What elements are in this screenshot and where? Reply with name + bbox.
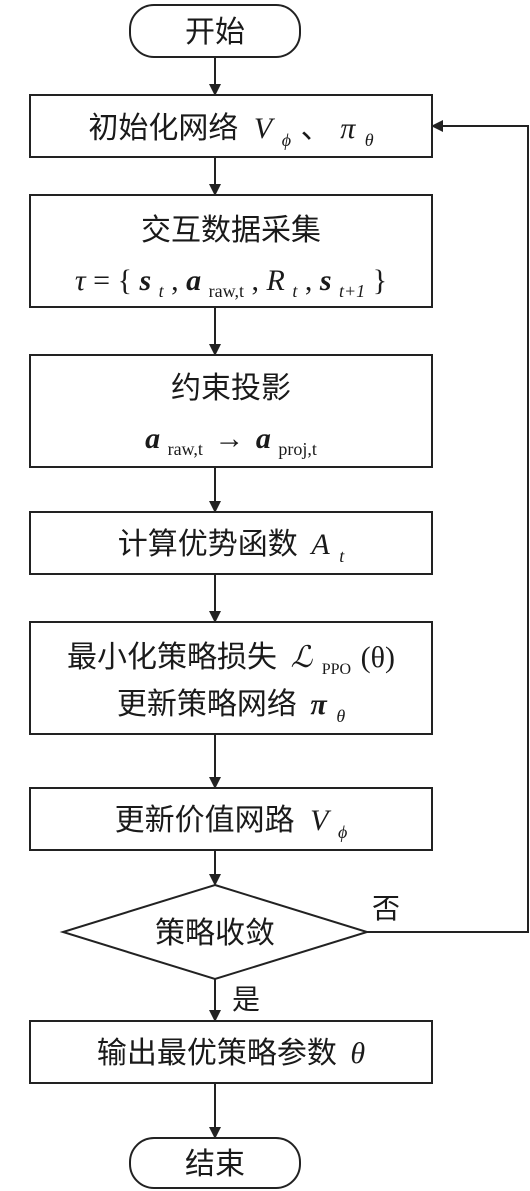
project-node: 约束投影 a raw,t → a proj,t xyxy=(29,354,433,468)
policy-line2-label: 更新策略网络 xyxy=(117,687,297,722)
project-arrow: → xyxy=(214,422,244,455)
advantage-a: A xyxy=(309,528,330,561)
policy-loss: ℒ xyxy=(291,641,314,674)
collect-label: 交互数据采集 xyxy=(141,213,321,248)
collect-r: R xyxy=(266,264,285,297)
policy-loss-arg: (θ) xyxy=(361,641,395,674)
policy-node: 最小化策略损失 ℒ PPO (θ) 更新策略网络 π θ xyxy=(29,621,433,735)
collect-s-sub: t xyxy=(159,281,165,301)
advantage-a-sub: t xyxy=(339,546,345,566)
end-node: 结束 xyxy=(129,1137,301,1189)
value-v-sub: ϕ xyxy=(338,822,347,842)
project-a2-sub: proj,t xyxy=(278,439,317,459)
output-node: 输出最优策略参数 θ xyxy=(29,1020,433,1084)
collect-close: } xyxy=(373,264,387,297)
collect-s2: s xyxy=(319,264,332,297)
collect-s: s xyxy=(138,264,151,297)
collect-a: a xyxy=(186,264,201,297)
project-formula: a raw,t → a proj,t xyxy=(145,422,317,462)
collect-eq: = xyxy=(93,264,110,297)
decision-label: 策略收敛 xyxy=(155,916,275,951)
collect-r-sub: t xyxy=(292,281,298,301)
project-label: 约束投影 xyxy=(171,371,291,406)
advantage-label: 计算优势函数 xyxy=(118,527,298,562)
output-theta: θ xyxy=(350,1037,365,1070)
init-v-sub: ϕ xyxy=(282,130,291,150)
project-a1: a xyxy=(145,422,160,455)
project-a2: a xyxy=(256,422,271,455)
end-label: 结束 xyxy=(185,1147,245,1182)
value-node: 更新价值网路 V ϕ xyxy=(29,787,433,851)
init-pi-sub: θ xyxy=(365,130,374,150)
policy-loss-sub: PPO xyxy=(322,661,351,678)
start-node: 开始 xyxy=(129,4,301,58)
collect-tau: τ xyxy=(75,264,87,297)
init-label: 初始化网络 xyxy=(88,111,238,146)
init-pi: π xyxy=(340,112,356,145)
value-text: 更新价值网路 V ϕ xyxy=(115,803,348,842)
value-v: V xyxy=(310,804,332,837)
advantage-text: 计算优势函数 A t xyxy=(118,527,345,566)
policy-line1: 最小化策略损失 ℒ PPO (θ) xyxy=(67,640,395,682)
collect-comma1: , xyxy=(171,264,179,297)
collect-open: { xyxy=(118,264,132,297)
output-text: 输出最优策略参数 θ xyxy=(97,1036,366,1071)
collect-comma3: , xyxy=(305,264,313,297)
decision-node: 策略收敛 xyxy=(59,883,371,981)
advantage-node: 计算优势函数 A t xyxy=(29,511,433,575)
project-a1-sub: raw,t xyxy=(168,439,203,459)
value-label: 更新价值网路 xyxy=(115,803,295,838)
connectors xyxy=(209,57,529,1139)
collect-a-sub: raw,t xyxy=(209,281,244,301)
policy-line1-label: 最小化策略损失 xyxy=(67,640,277,675)
init-v: V xyxy=(254,112,276,145)
collect-formula: τ = { s t , a raw,t , R t , s t+1 } xyxy=(75,264,387,304)
init-sep: 、 xyxy=(301,111,331,146)
output-label: 输出最优策略参数 xyxy=(97,1036,337,1071)
init-node: 初始化网络 V ϕ 、 π θ xyxy=(29,94,433,158)
edge-decision-init-no xyxy=(367,120,529,933)
no-label: 否 xyxy=(372,892,400,925)
policy-pi: π xyxy=(310,688,327,721)
start-label: 开始 xyxy=(185,15,245,50)
policy-line2: 更新策略网络 π θ xyxy=(117,687,345,726)
policy-pi-sub: θ xyxy=(336,706,345,726)
yes-label: 是 xyxy=(232,983,260,1016)
collect-node: 交互数据采集 τ = { s t , a raw,t , R t , s t+1… xyxy=(29,194,433,308)
init-text: 初始化网络 V ϕ 、 π θ xyxy=(88,111,373,154)
collect-comma2: , xyxy=(252,264,260,297)
collect-s2-sub: t+1 xyxy=(339,281,365,301)
